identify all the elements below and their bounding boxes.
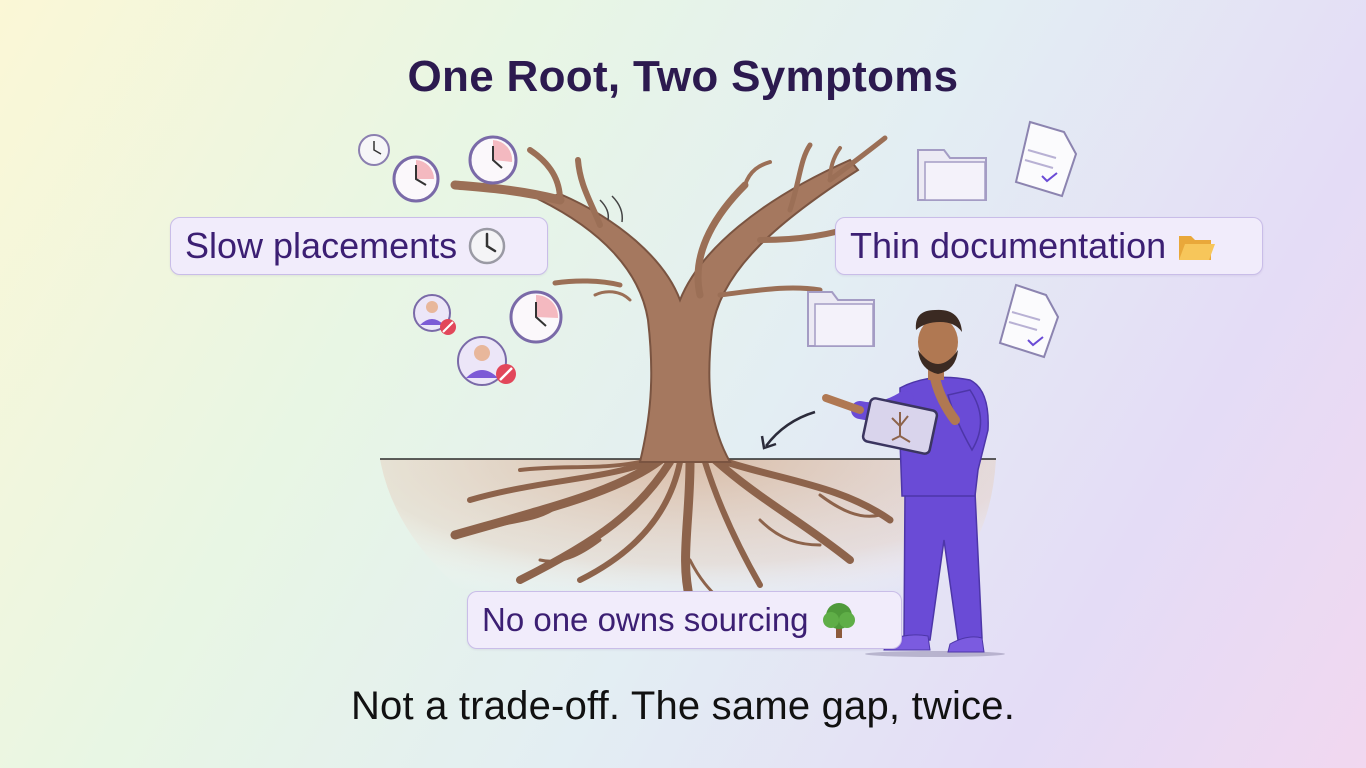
tree-icon [822, 603, 855, 638]
root-cause-label-text: No one owns sourcing [482, 601, 809, 638]
open-folder-icon [1179, 236, 1216, 260]
motion-lines [599, 195, 624, 223]
page-title: One Root, Two Symptoms [407, 52, 959, 101]
tree-trunk [537, 158, 860, 463]
document-icon-1 [1014, 120, 1078, 198]
blocked-user-icon-1 [413, 294, 456, 335]
clock-icon-2 [392, 155, 440, 203]
pointing-arrow [765, 410, 816, 447]
clock-icon-3 [468, 135, 518, 185]
symptom-label-slow-placements: Slow placements [170, 217, 548, 275]
folder-icon-2 [807, 291, 875, 347]
person-illustration [822, 309, 1005, 657]
symptom-label-text: Slow placements [185, 225, 458, 266]
clock-icon [468, 227, 506, 265]
clock-icon-1 [358, 134, 390, 166]
folder-icon-1 [917, 149, 987, 201]
tree-roots [450, 455, 894, 605]
symptom-label-thin-documentation: Thin documentation [835, 217, 1263, 275]
root-cause-label: No one owns sourcing [467, 591, 902, 649]
clock-icon-4 [509, 290, 563, 344]
document-icon-2 [998, 283, 1060, 359]
blocked-user-icon-2 [457, 336, 516, 386]
symptom-label-text: Thin documentation [850, 225, 1167, 266]
caption-text: Not a trade-off. The same gap, twice. [350, 684, 1016, 728]
